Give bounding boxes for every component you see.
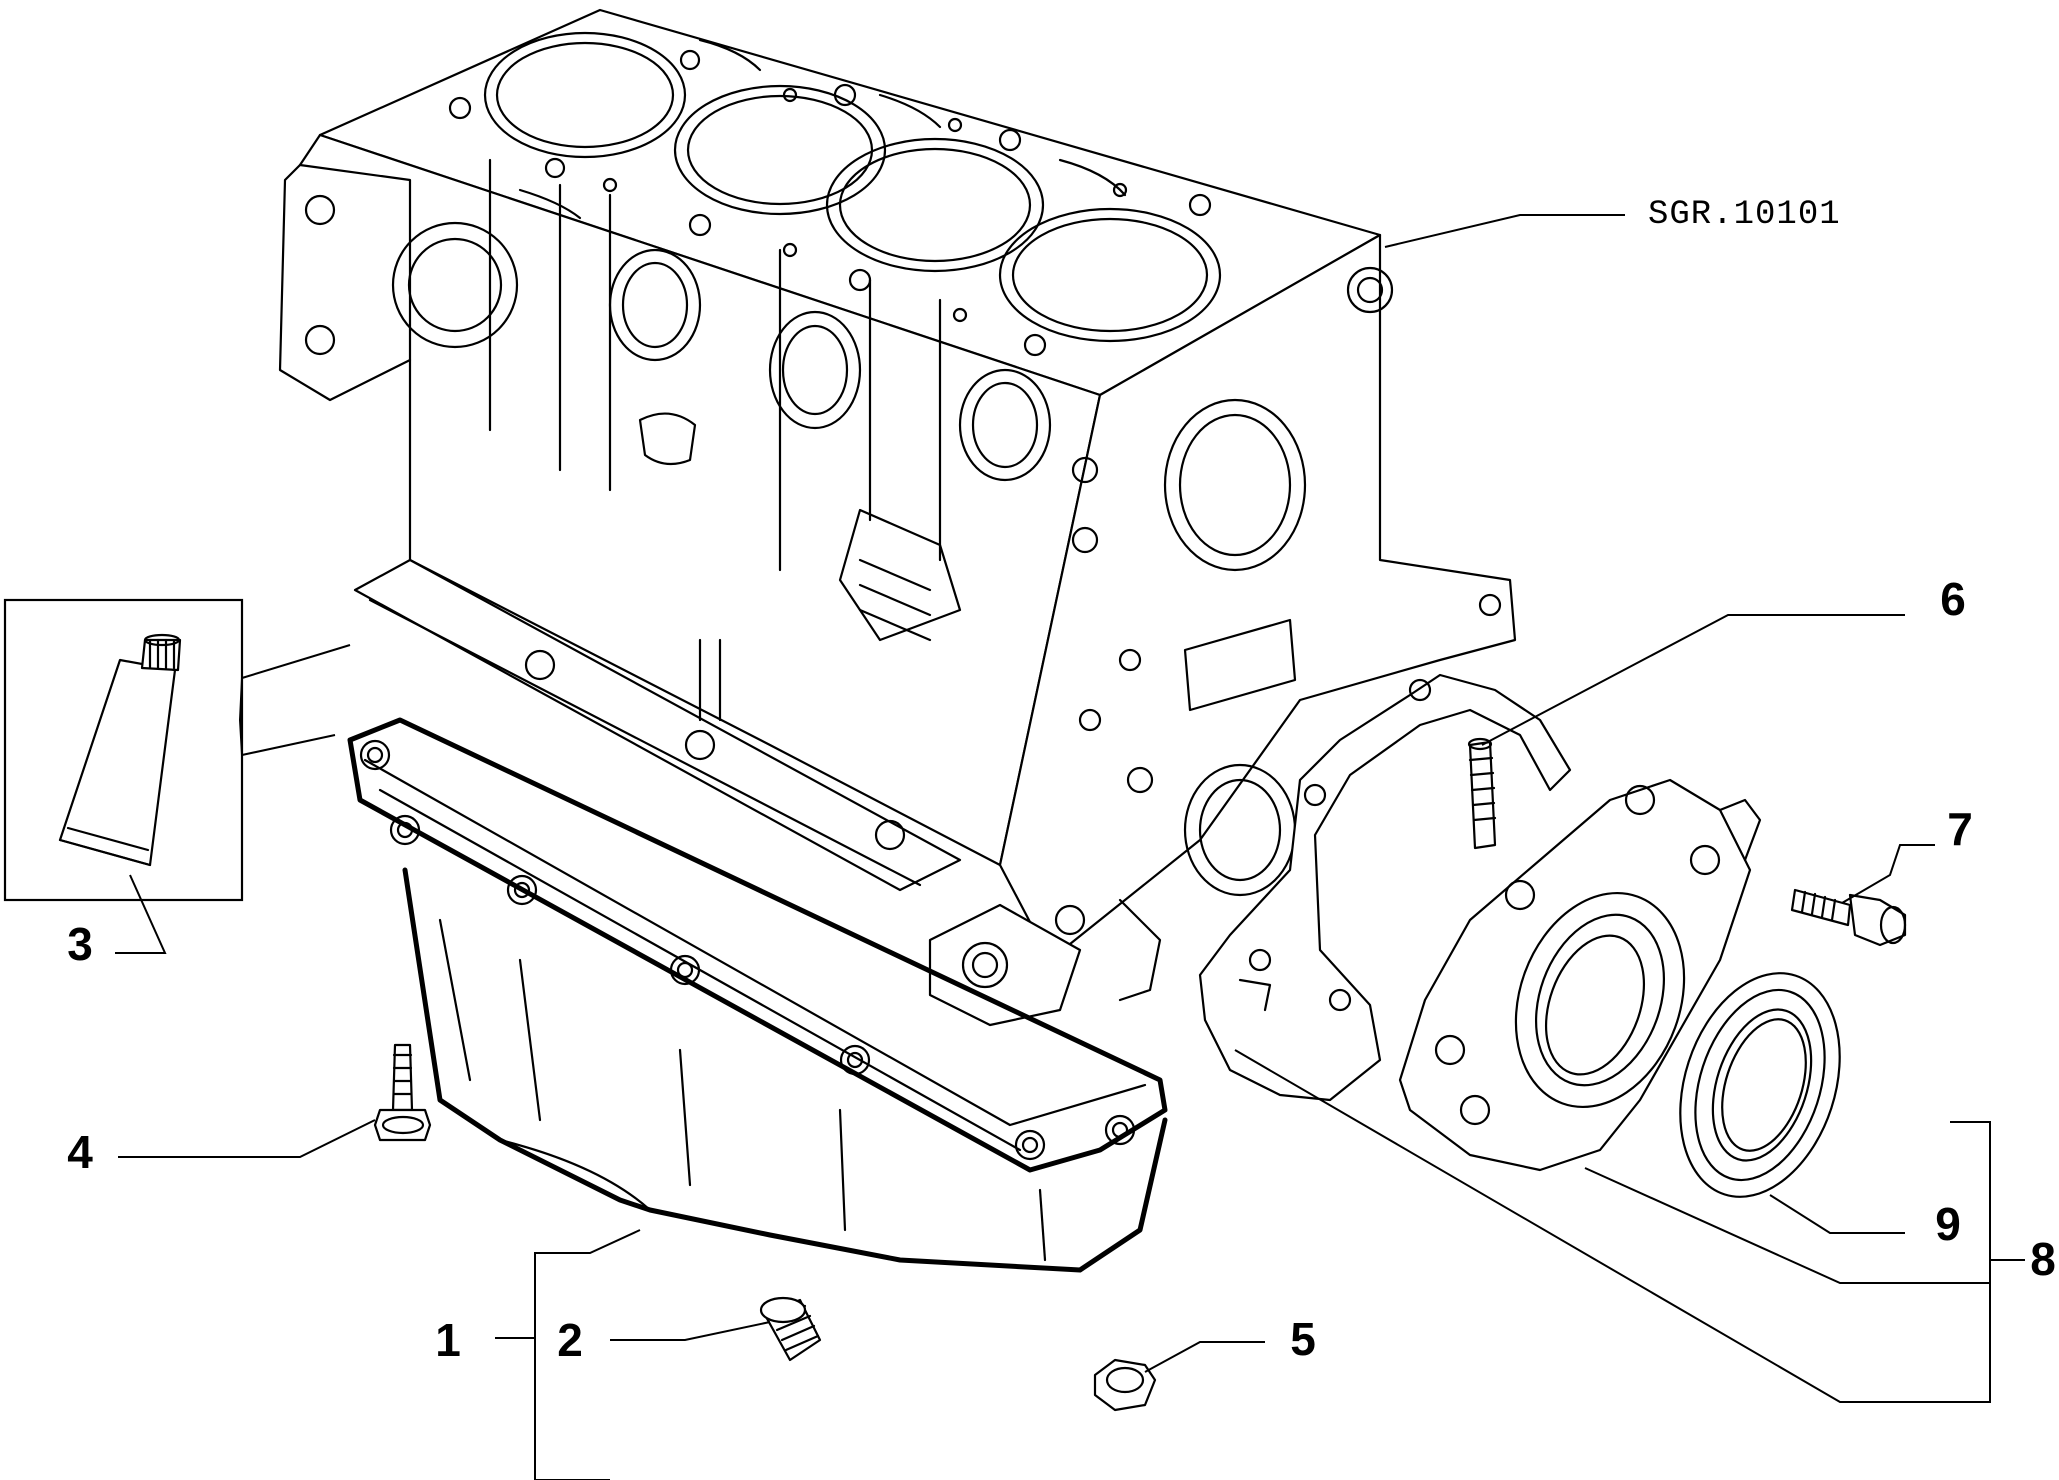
nut	[1093, 1358, 1157, 1412]
rear-cover-gasket	[1198, 673, 1572, 1102]
engine-block	[278, 8, 1517, 1027]
oil-seal-ring	[1679, 972, 1841, 1198]
rear-seal-housing	[1398, 778, 1762, 1172]
callout-2: 2	[557, 1314, 583, 1366]
leader-lines	[115, 214, 2025, 1480]
callout-1: 1	[435, 1314, 461, 1366]
callout-5: 5	[1290, 1313, 1316, 1365]
callout-9: 9	[1935, 1198, 1961, 1250]
head-bolt-holes	[448, 49, 1212, 357]
stud	[1467, 737, 1497, 850]
oil-pan	[347, 717, 1168, 1273]
callout-4: 4	[67, 1126, 93, 1178]
callout-6: 6	[1940, 573, 1966, 625]
drain-plug	[759, 1296, 822, 1362]
sealant-tube	[3, 598, 244, 902]
reference-code: SGR.10101	[1648, 196, 1841, 234]
pan-flange-bolt-holes	[359, 739, 1136, 1161]
callout-8: 8	[2030, 1233, 2056, 1285]
callout-7: 7	[1947, 803, 1973, 855]
cover-bolt	[1790, 888, 1907, 947]
callout-3: 3	[67, 918, 93, 970]
pan-stud	[373, 1043, 432, 1142]
